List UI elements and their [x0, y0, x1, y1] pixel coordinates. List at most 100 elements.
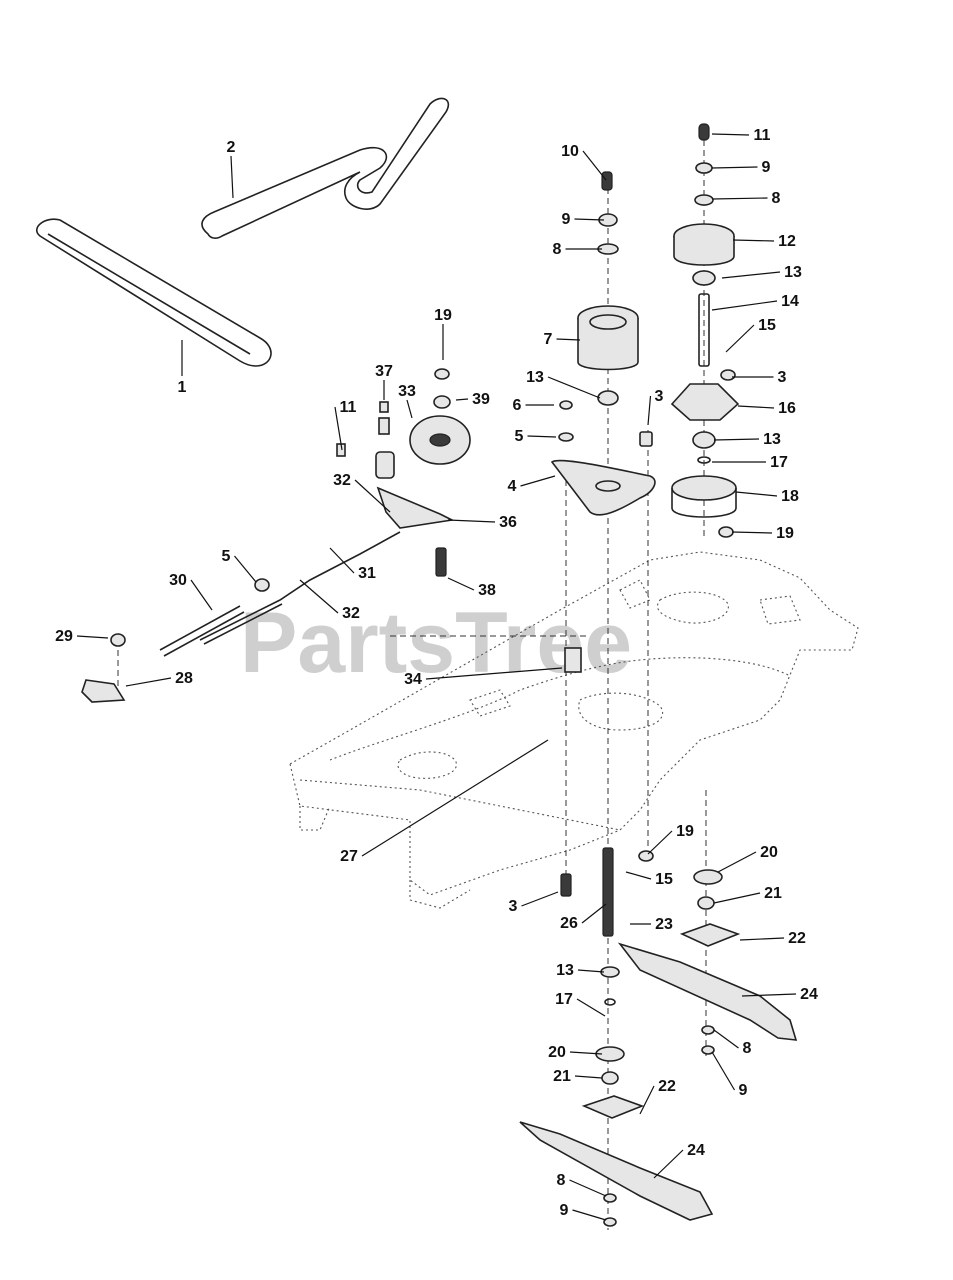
leader-line: [735, 491, 778, 497]
part-callout-10: 10: [561, 143, 579, 160]
watermark-text: PartsTree: [240, 595, 632, 691]
part-callout-8: 8: [743, 1040, 752, 1057]
leader-line: [190, 579, 213, 611]
part-callout-22: 22: [658, 1078, 676, 1095]
leader-line: [354, 479, 391, 513]
part-callout-3: 3: [509, 898, 518, 915]
leader-line: [572, 1209, 607, 1221]
part-callout-8: 8: [772, 190, 781, 207]
leader-line: [125, 677, 172, 687]
part-callout-11: 11: [754, 127, 771, 144]
part-callout-6: 6: [513, 397, 522, 414]
leader-line: [647, 395, 652, 426]
leader-line: [711, 197, 768, 200]
leader-line: [425, 667, 563, 680]
part-callout-37: 37: [375, 363, 393, 380]
part-callout-36: 36: [499, 514, 517, 531]
leader-line: [713, 438, 760, 441]
part-callout-24: 24: [687, 1142, 705, 1159]
leader-line: [76, 635, 109, 639]
part-callout-14: 14: [781, 293, 799, 310]
leader-line: [569, 1179, 607, 1197]
leader-line: [639, 1085, 655, 1115]
part-callout-24: 24: [800, 986, 818, 1003]
leader-line: [520, 475, 556, 487]
part-callout-15: 15: [758, 317, 776, 334]
leader-line: [581, 903, 607, 924]
leader-line: [329, 547, 355, 574]
leader-line: [577, 969, 605, 973]
leader-line: [299, 579, 339, 614]
leader-line: [527, 435, 557, 438]
part-callout-23: 23: [655, 916, 673, 933]
part-callout-19: 19: [434, 307, 452, 324]
leader-line: [653, 1149, 684, 1179]
part-callout-5: 5: [515, 428, 524, 445]
part-callout-32: 32: [333, 472, 351, 489]
right-spindle-assembly: [617, 123, 798, 1055]
part-callout-30: 30: [169, 572, 187, 589]
part-callout-8: 8: [553, 241, 562, 258]
leader-line: [447, 577, 475, 591]
mower-deck: [289, 551, 859, 909]
belt-1: [36, 218, 272, 367]
part-callout-31: 31: [358, 565, 376, 582]
part-callout-11: 11: [340, 399, 357, 416]
part-callout-38: 38: [478, 582, 496, 599]
leader-line: [739, 937, 785, 941]
part-callout-22: 22: [788, 930, 806, 947]
leader-line: [234, 555, 257, 583]
leader-line: [574, 218, 605, 221]
part-callout-13: 13: [526, 369, 544, 386]
leader-line: [455, 398, 469, 401]
part-callout-19: 19: [776, 525, 794, 542]
part-callout-28: 28: [175, 670, 193, 687]
part-callout-3: 3: [655, 388, 664, 405]
part-callout-13: 13: [784, 264, 802, 281]
leader-line: [737, 405, 775, 409]
part-callout-21: 21: [764, 885, 782, 902]
leader-line: [569, 1051, 603, 1055]
part-callout-13: 13: [556, 962, 574, 979]
part-callout-4: 4: [508, 478, 517, 495]
leader-line: [717, 851, 757, 873]
leader-line: [521, 891, 559, 907]
leader-line: [334, 406, 343, 451]
part-callout-9: 9: [560, 1202, 569, 1219]
part-callout-17: 17: [770, 454, 788, 471]
part-callout-33: 33: [398, 383, 416, 400]
part-callout-27: 27: [340, 848, 358, 865]
leader-line: [574, 1075, 603, 1079]
leader-line: [582, 150, 607, 181]
part-callout-9: 9: [739, 1082, 748, 1099]
idler-assembly: [81, 368, 654, 897]
part-callout-20: 20: [760, 844, 778, 861]
part-callout-34: 34: [404, 671, 422, 688]
part-callout-15: 15: [655, 871, 673, 888]
leader-line: [713, 1029, 739, 1049]
part-callout-1: 1: [178, 379, 187, 396]
part-callout-29: 29: [55, 628, 73, 645]
part-callout-20: 20: [548, 1044, 566, 1061]
part-callout-19: 19: [676, 823, 694, 840]
leader-line: [721, 271, 781, 279]
leader-line: [725, 324, 755, 353]
part-callout-2: 2: [227, 139, 236, 156]
part-callout-21: 21: [553, 1068, 571, 1085]
leader-line: [731, 531, 773, 534]
leader-line: [576, 998, 606, 1017]
part-callout-16: 16: [778, 400, 796, 417]
part-callout-8: 8: [557, 1172, 566, 1189]
center-spindle-assembly: [519, 171, 714, 1227]
part-callout-13: 13: [763, 431, 781, 448]
leader-line: [711, 300, 778, 311]
part-callout-12: 12: [778, 233, 796, 250]
leader-line: [361, 739, 549, 857]
leader-line: [711, 166, 758, 169]
part-callout-26: 26: [560, 915, 578, 932]
leader-line: [647, 830, 673, 855]
leader-line: [713, 892, 761, 904]
